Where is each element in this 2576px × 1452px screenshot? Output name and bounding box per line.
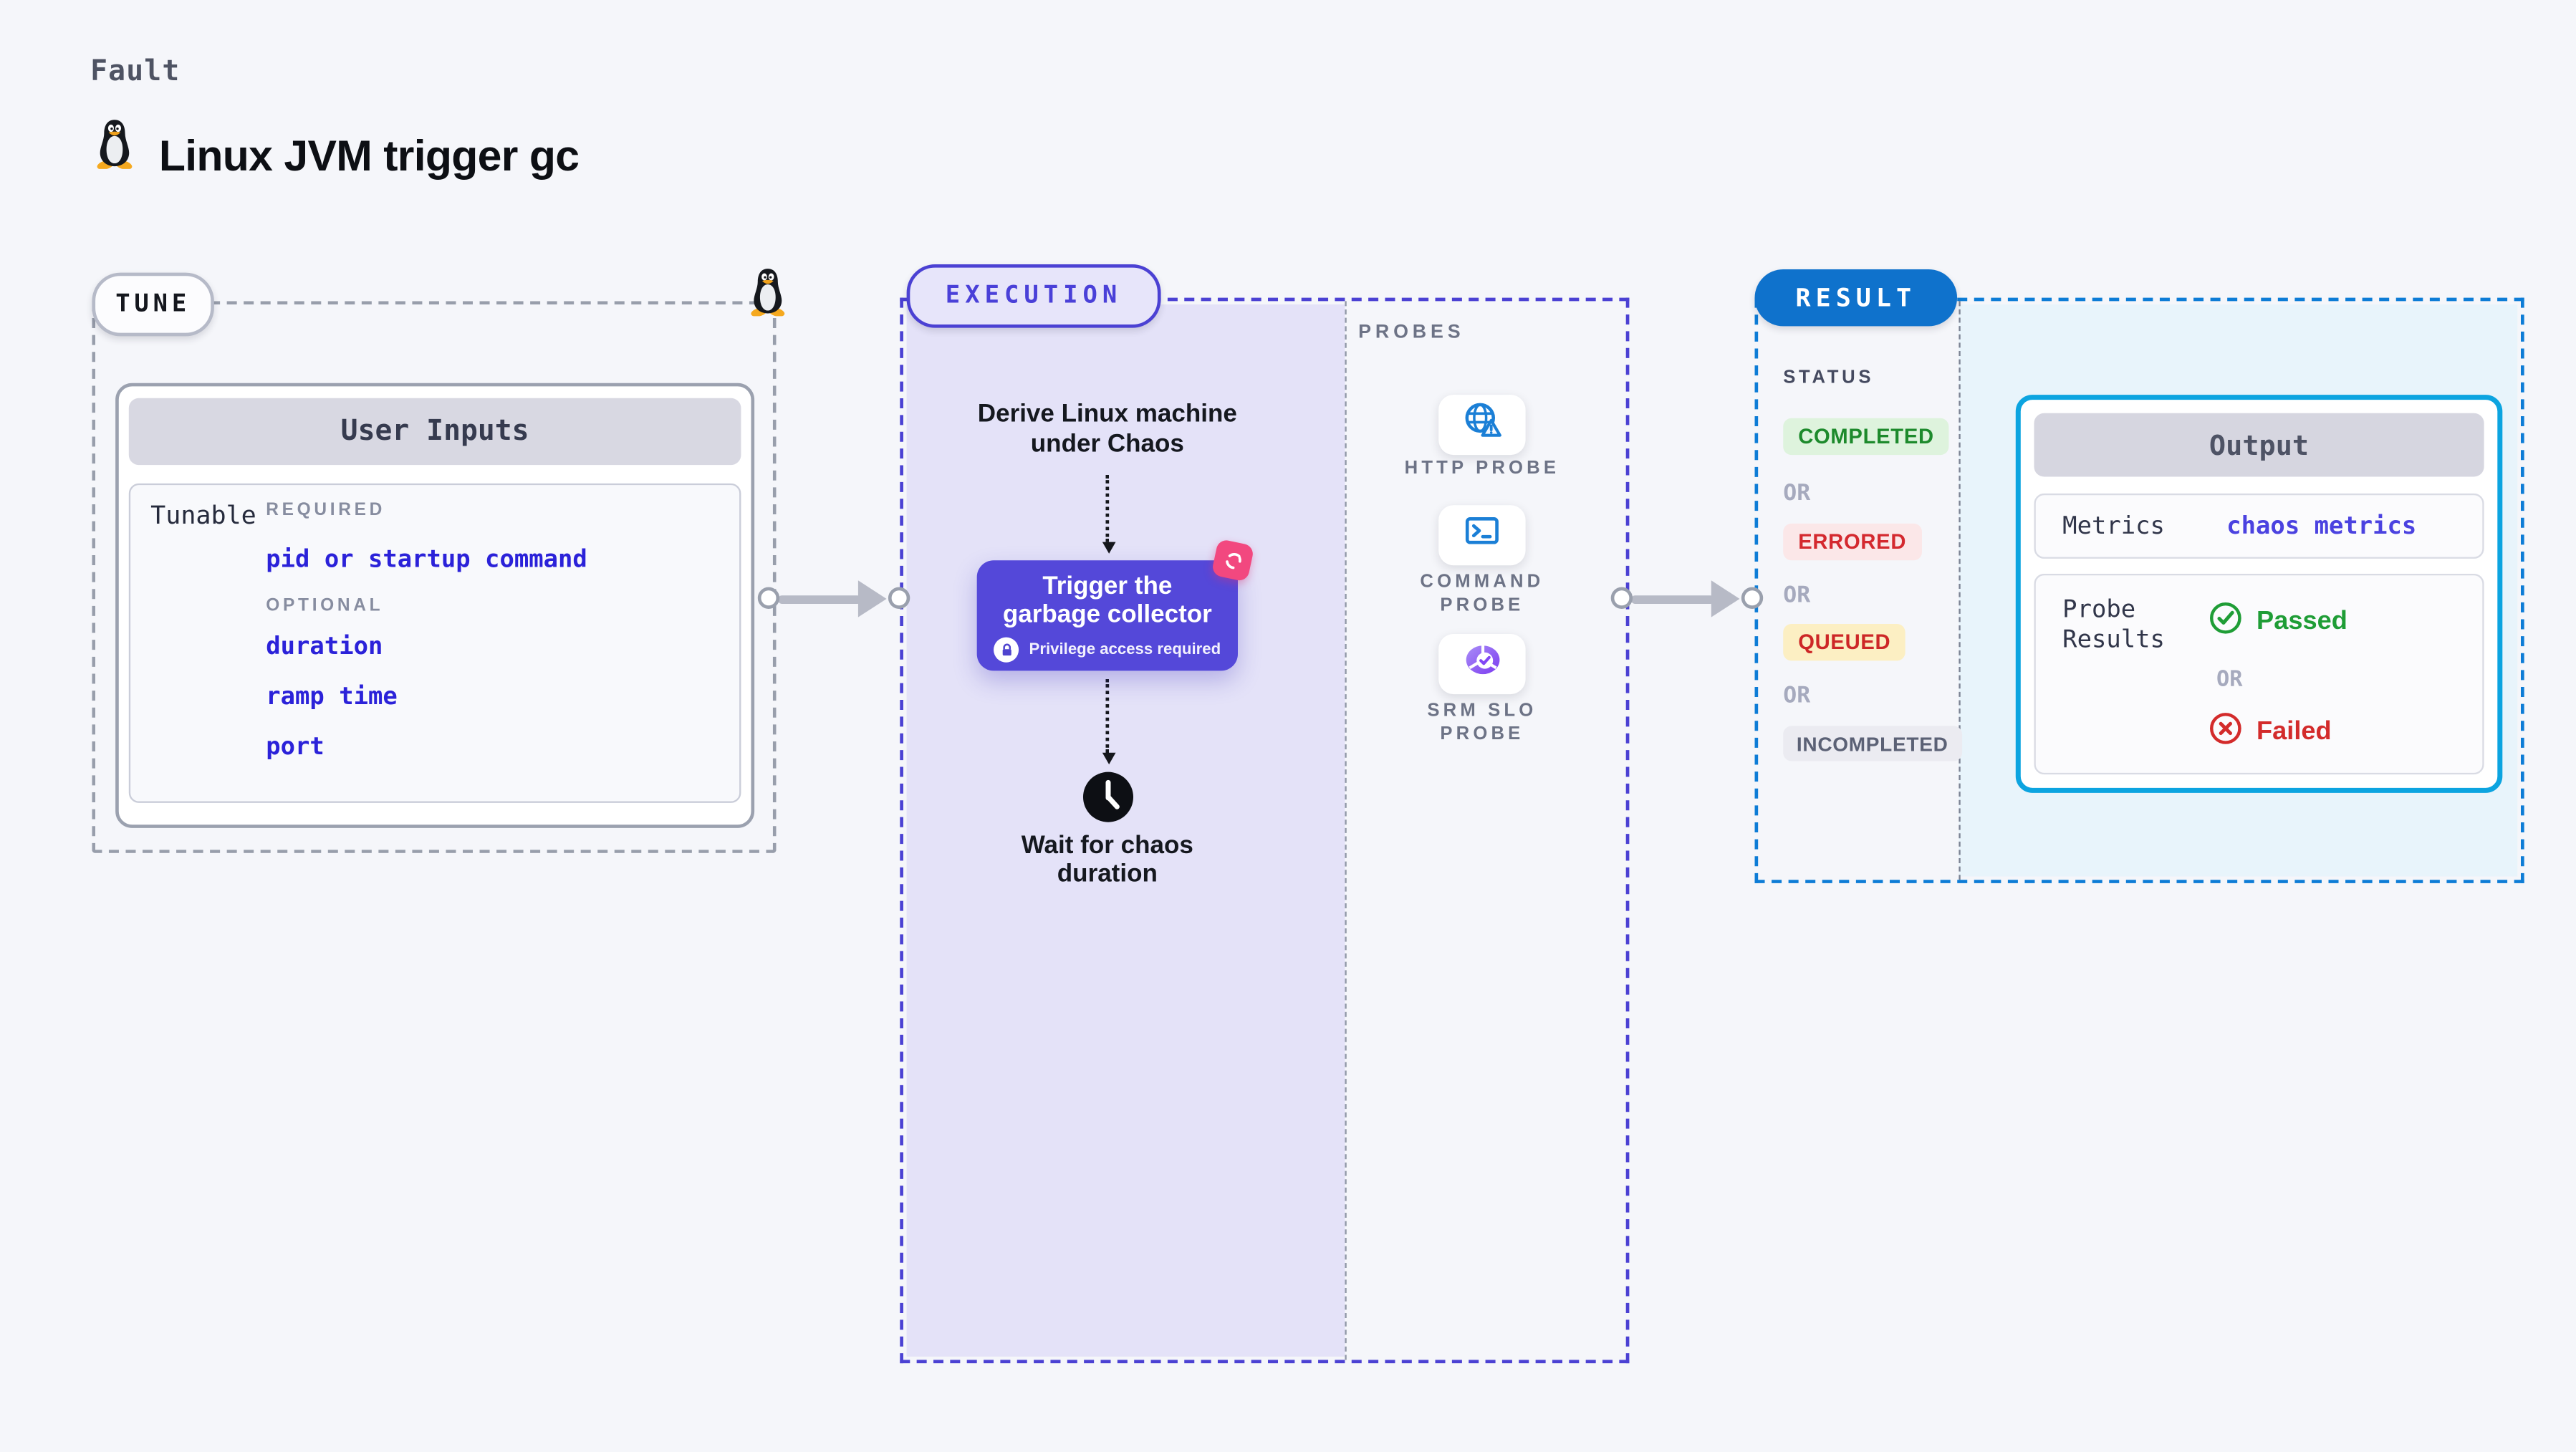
metrics-row: Metrics chaos metrics bbox=[2034, 493, 2484, 559]
derive-line-2: under Chaos bbox=[1030, 428, 1184, 458]
trigger-line-1: Trigger the bbox=[1042, 572, 1173, 601]
donut-check-icon bbox=[1459, 639, 1504, 689]
required-label: REQUIRED bbox=[266, 500, 386, 521]
user-inputs-body: Tunable REQUIRED pid or startup command … bbox=[128, 483, 741, 803]
status-badge-incompleted: INCOMPLETED bbox=[1783, 726, 1962, 761]
globe-alert-icon bbox=[1459, 399, 1504, 451]
execution-panel bbox=[906, 304, 1345, 1357]
failed-label: Failed bbox=[2257, 717, 2332, 746]
srm-slo-probe-card bbox=[1438, 634, 1526, 695]
probe-results-row: Probe Results Passed OR bbox=[2034, 573, 2484, 775]
probe-results-line: Results bbox=[2062, 627, 2165, 655]
clock-icon bbox=[1082, 771, 1134, 831]
probe-results-label: Probe Results bbox=[2062, 595, 2165, 655]
or-label: OR bbox=[1783, 582, 1811, 609]
failed-result: Failed bbox=[2208, 711, 2332, 754]
derive-step-label: Derive Linux machine under Chaos bbox=[940, 400, 1274, 458]
wait-line-2: duration bbox=[1057, 860, 1158, 888]
arrow-shaft bbox=[777, 595, 862, 603]
output-card: Output Metrics chaos metrics Probe Resul… bbox=[2015, 395, 2503, 793]
derive-line-1: Derive Linux machine bbox=[977, 400, 1237, 428]
metrics-value: chaos metrics bbox=[2226, 512, 2417, 540]
flow-dotted-arrow bbox=[1102, 475, 1116, 554]
connector-node bbox=[757, 587, 780, 609]
optional-value-port: port bbox=[266, 734, 325, 761]
probe-label-line: PROBE bbox=[1440, 595, 1524, 615]
result-pill: RESULT bbox=[1754, 269, 1958, 327]
trigger-gc-node: Trigger the garbage collector Privilege … bbox=[976, 560, 1238, 671]
probes-label: PROBES bbox=[1358, 322, 1465, 343]
optional-value-ramp-time: ramp time bbox=[266, 684, 398, 711]
status-badge-queued: QUEUED bbox=[1783, 623, 1906, 661]
http-probe-label: HTTP PROBE bbox=[1342, 458, 1623, 481]
tux-corner-icon bbox=[748, 266, 788, 324]
chaos-logo-icon bbox=[1211, 538, 1255, 582]
status-badge-errored: ERRORED bbox=[1783, 523, 1922, 561]
connector-node bbox=[1610, 587, 1633, 609]
optional-value-duration: duration bbox=[266, 634, 383, 661]
probe-label-line: COMMAND bbox=[1420, 572, 1544, 592]
srm-slo-probe-label: SRM SLO PROBE bbox=[1342, 701, 1623, 746]
output-header: Output bbox=[2034, 413, 2484, 477]
privilege-row: Privilege access required bbox=[994, 637, 1221, 663]
linux-tux-icon bbox=[94, 117, 135, 177]
x-circle-icon bbox=[2208, 711, 2243, 754]
user-inputs-header: User Inputs bbox=[128, 398, 741, 466]
passed-result: Passed bbox=[2208, 600, 2347, 644]
flow-dotted-arrow bbox=[1102, 679, 1116, 765]
terminal-icon bbox=[1461, 510, 1504, 560]
trigger-line-2: garbage collector bbox=[1002, 600, 1212, 628]
tune-pill: TUNE bbox=[92, 272, 214, 337]
arrow-shaft bbox=[1630, 595, 1715, 603]
lock-icon bbox=[994, 637, 1019, 663]
connector-node bbox=[1741, 587, 1764, 609]
or-label: OR bbox=[2216, 667, 2243, 693]
or-label: OR bbox=[1783, 682, 1811, 710]
wait-line-1: Wait for chaos bbox=[1021, 831, 1193, 860]
optional-label: OPTIONAL bbox=[266, 595, 384, 616]
command-probe-label: COMMAND PROBE bbox=[1342, 572, 1623, 617]
check-circle-icon bbox=[2208, 600, 2243, 644]
fault-kicker: Fault bbox=[90, 55, 181, 89]
wait-step-label: Wait for chaos duration bbox=[940, 832, 1274, 888]
arrow-head bbox=[857, 580, 887, 617]
execution-pill: EXECUTION bbox=[906, 264, 1161, 328]
or-label: OR bbox=[1783, 480, 1811, 507]
tune-section-outline bbox=[92, 301, 777, 853]
user-inputs-card: User Inputs Tunable REQUIRED pid or star… bbox=[115, 383, 755, 828]
metrics-label: Metrics bbox=[2062, 512, 2165, 540]
privilege-label: Privilege access required bbox=[1029, 640, 1221, 660]
probe-label-line: SRM SLO bbox=[1427, 701, 1537, 721]
command-probe-card bbox=[1438, 505, 1526, 566]
status-divider bbox=[1959, 301, 1961, 880]
passed-label: Passed bbox=[2257, 607, 2347, 636]
tunable-label: Tunable bbox=[150, 500, 256, 531]
probe-results-line: Probe bbox=[2062, 597, 2136, 624]
status-badge-completed: COMPLETED bbox=[1783, 418, 1949, 456]
probe-label-line: PROBE bbox=[1440, 723, 1524, 744]
page-title: Linux JVM trigger gc bbox=[158, 130, 580, 181]
status-label: STATUS bbox=[1783, 367, 1875, 388]
http-probe-card bbox=[1438, 395, 1526, 456]
connector-node bbox=[888, 587, 910, 609]
arrow-head bbox=[1711, 580, 1740, 617]
probes-divider bbox=[1345, 301, 1347, 1360]
probe-label-line: HTTP PROBE bbox=[1404, 458, 1560, 479]
execution-section-outline bbox=[900, 297, 1630, 1364]
required-value: pid or startup command bbox=[266, 547, 587, 574]
